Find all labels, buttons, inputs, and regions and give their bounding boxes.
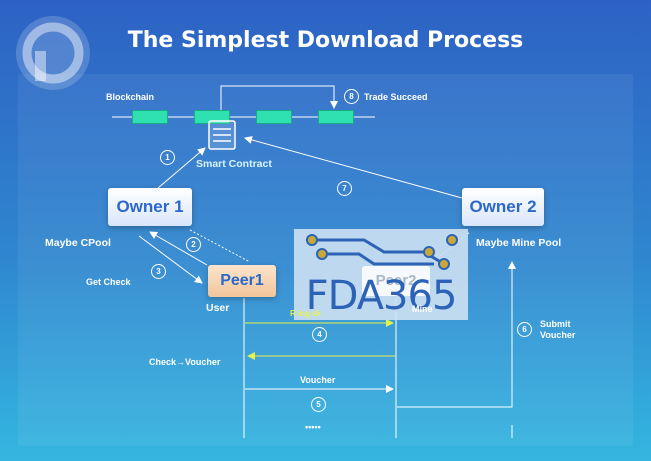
step-4: 4 [312,327,327,342]
block [318,110,354,124]
owner1-node: Owner 1 [108,188,192,226]
logo-icon [13,13,93,93]
smart-contract-label: Smart Contract [196,158,272,170]
receiving-check-label: R ing ck [290,309,322,318]
step-2: 2 [186,237,201,252]
smart-contract-icon [208,120,236,155]
peer1-node: Peer1 [208,265,276,297]
dots-label: ••••• [305,422,321,432]
step-6: 6 [517,322,532,337]
peer2-node: Peer2 [362,266,430,296]
get-check-label: Get Check [86,277,131,287]
mine-label: Mine [412,304,433,314]
voucher-label: Voucher [300,375,336,385]
block [256,110,292,124]
circuit-logo-icon [304,232,464,277]
maybe-cpool-label: Maybe CPool [45,237,111,249]
step-8: 8 [344,89,359,104]
owner2-node: Owner 2 [462,188,544,226]
check-voucher-label: Check→Voucher [149,357,221,367]
watermark-text: FDA365 [305,273,458,319]
step-5: 5 [311,397,326,412]
block [132,110,168,124]
step-7: 7 [337,181,352,196]
maybe-mine-pool-label: Maybe Mine Pool [476,237,562,249]
submit-voucher-label: Submit Voucher [540,319,576,340]
page-title: The Simplest Download Process [127,28,524,53]
blockchain-label: Blockchain [106,92,155,102]
step-3: 3 [151,264,166,279]
trade-succeed-label: Trade Succeed [364,92,428,102]
step-1: 1 [160,150,175,165]
user-label: User [206,302,230,314]
